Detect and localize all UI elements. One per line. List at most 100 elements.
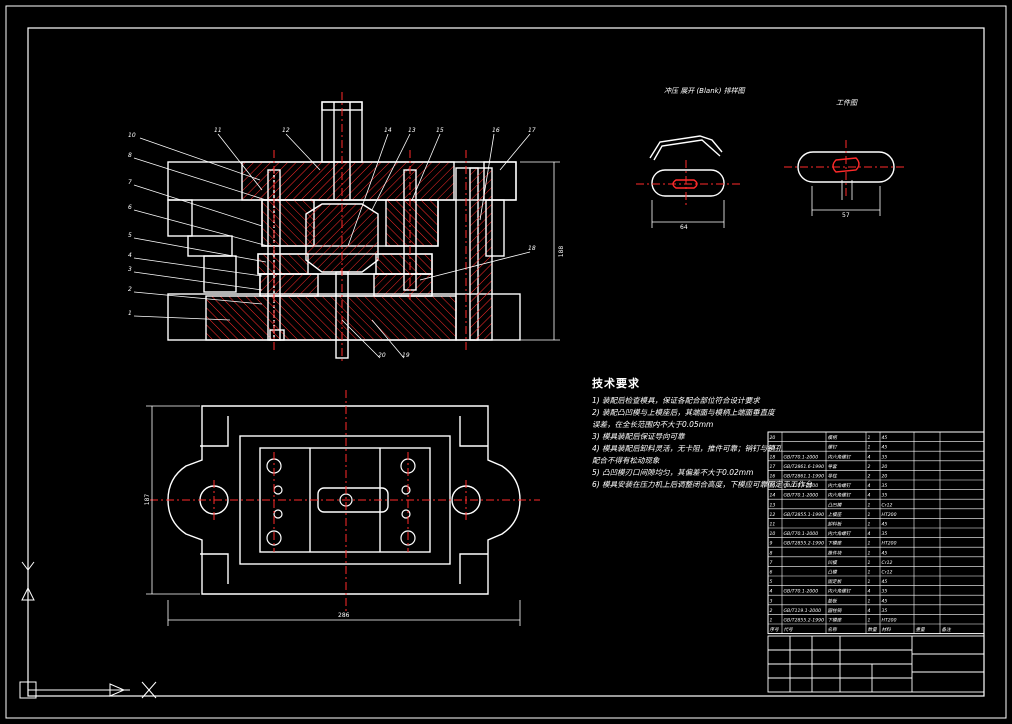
parts-table-cell: 7 <box>770 560 773 566</box>
plan-centerlines <box>150 390 540 612</box>
part-number: 20 <box>378 352 386 359</box>
parts-table-cell: 45 <box>882 435 888 441</box>
parts-table-cell: 1 <box>868 550 871 556</box>
parts-table-cell: 内六角螺钉 <box>828 483 852 489</box>
parts-table-cell: GB/T70.1-2000 <box>784 493 819 499</box>
dim-section-height: 188 <box>558 245 566 258</box>
parts-table-cell: GB/T70.1-2000 <box>784 589 819 595</box>
parts-table-cell: GB/T2861.6-1990 <box>784 464 825 470</box>
tech-note-line: 4) 模具装配后卸料灵活，无卡阻，推件可靠；销钉与销孔 <box>592 444 783 453</box>
part-centerlines <box>784 140 906 196</box>
parts-table-cell: 10 <box>770 531 776 537</box>
parts-table-cell: 35 <box>882 589 888 595</box>
parts-table-cell: 1 <box>868 502 871 508</box>
parts-table-cell: GB/T2855.1-1990 <box>784 512 825 518</box>
parts-table-cell: 16 <box>770 474 776 480</box>
parts-table-cell: 15 <box>770 483 776 489</box>
dim-part-width: 57 <box>842 212 850 219</box>
parts-table-cell: HT200 <box>882 512 897 518</box>
part-number: 1 <box>128 310 132 317</box>
parts-table-cell: 35 <box>882 483 888 489</box>
tech-note-line: 误差，在全长范围内不大于0.05mm <box>592 420 714 429</box>
part-number: 15 <box>436 127 444 134</box>
parts-table-cell: 1 <box>868 435 871 441</box>
part-number: 2 <box>128 286 132 293</box>
parts-table-cell: 6 <box>770 570 773 576</box>
parts-table-cell: 5 <box>770 579 773 585</box>
parts-table-cell: 35 <box>882 608 888 614</box>
parts-table-cell: 13 <box>770 502 776 508</box>
dim-plan-width: 286 <box>338 612 350 619</box>
parts-table-cell: 内六角螺钉 <box>828 454 852 460</box>
parts-table-cell: 45 <box>882 598 888 604</box>
parts-table-cell: 1 <box>868 541 871 547</box>
parts-table-cell: GB/T70.1-2000 <box>784 483 819 489</box>
blank-view-title: 冲压 展开 (Blank) 排样图 <box>664 87 745 95</box>
part-number: 13 <box>408 127 416 134</box>
parts-table-cell: 4 <box>868 589 871 595</box>
tech-note-line: 3) 模具装配后保证导向可靠 <box>592 432 685 441</box>
parts-table-cell: 名称 <box>828 627 839 633</box>
blank-view <box>649 135 725 228</box>
parts-table-cell: 45 <box>882 579 888 585</box>
tech-note-line: 2) 装配凸凹模与上模座后，其端面与模柄上端面垂直度 <box>592 408 775 417</box>
parts-table-cell: 12 <box>770 512 776 518</box>
parts-table-cell: 20 <box>882 464 888 470</box>
parts-table-cell: 1 <box>868 522 871 528</box>
parts-table-cell: 45 <box>882 445 888 451</box>
parts-table-cell: GB/T2855.2-1990 <box>784 541 825 547</box>
parts-table-cell: 4 <box>868 608 871 614</box>
part-number: 10 <box>128 132 136 139</box>
section-centerlines <box>273 92 467 362</box>
tech-note-line: 6) 模具安装在压力机上后调整闭合高度，下模应可靠固定于工作台 <box>592 480 813 489</box>
parts-table-cell: GB/T2861.1-1990 <box>784 474 825 480</box>
plan-screws <box>266 458 416 546</box>
part-number: 16 <box>492 127 500 134</box>
part-number: 8 <box>128 152 132 159</box>
parts-table-cell: 1 <box>770 618 773 624</box>
part-number: 18 <box>528 245 536 252</box>
parts-table-cell: 垫板 <box>828 598 839 604</box>
part-number: 7 <box>128 179 132 186</box>
parts-table-cell: 45 <box>882 522 888 528</box>
parts-table-cell: 凸凹模 <box>828 502 843 508</box>
tech-note-line: 5) 凸凹模刃口间隙均匀，其偏差不大于0.02mm <box>592 468 754 477</box>
parts-table-cell: 下模座 <box>828 618 843 624</box>
parts-table-cell: 卸料板 <box>828 522 843 528</box>
parts-table-cell: 3 <box>770 598 773 604</box>
dim-blank-width: 64 <box>680 224 688 231</box>
parts-table-cell: 1 <box>868 560 871 566</box>
parts-table-cell: 8 <box>770 550 773 556</box>
technical-requirements: 技术要求 1) 装配后检查模具，保证各配合部位符合设计要求 2) 装配凸凹模与上… <box>592 375 812 491</box>
part-number: 3 <box>128 266 132 273</box>
blank-centerlines <box>636 160 740 206</box>
parts-table-cell: 1 <box>868 598 871 604</box>
plan-dimensions <box>146 405 521 626</box>
parts-table-cell: 数量 <box>868 627 878 633</box>
parts-table-cell: 导柱 <box>828 474 839 480</box>
parts-table-cell: 35 <box>882 493 888 499</box>
parts-table-cell: GB/T70.1-2000 <box>784 531 819 537</box>
parts-table-cell: GB/T2855.2-1990 <box>784 618 825 624</box>
parts-table-cell: 凸模 <box>828 570 839 576</box>
section-height-dimension <box>520 161 560 341</box>
parts-table-cell: 2 <box>868 464 871 470</box>
parts-table-cell: 35 <box>882 531 888 537</box>
part-number: 11 <box>214 127 222 134</box>
parts-table-cell: 固定板 <box>828 579 843 585</box>
tech-note-line: 1) 装配后检查模具，保证各配合部位符合设计要求 <box>592 396 760 405</box>
parts-table-cell: 导套 <box>828 464 839 470</box>
parts-table-cell: 1 <box>868 445 871 451</box>
part-number: 6 <box>128 204 132 211</box>
parts-table-cell: 螺钉 <box>828 445 839 451</box>
parts-table-cell: 模柄 <box>828 435 839 441</box>
parts-table-border <box>767 431 985 635</box>
tech-notes-title: 技术要求 <box>592 377 640 390</box>
parts-table-cell: 4 <box>770 589 773 595</box>
parts-table-cell: 上模座 <box>828 512 843 518</box>
parts-table-cell: 17 <box>770 464 776 470</box>
parts-table-cell: 内六角螺钉 <box>828 531 852 537</box>
part-number: 5 <box>128 232 132 239</box>
parts-table-cell: 2 <box>770 608 773 614</box>
